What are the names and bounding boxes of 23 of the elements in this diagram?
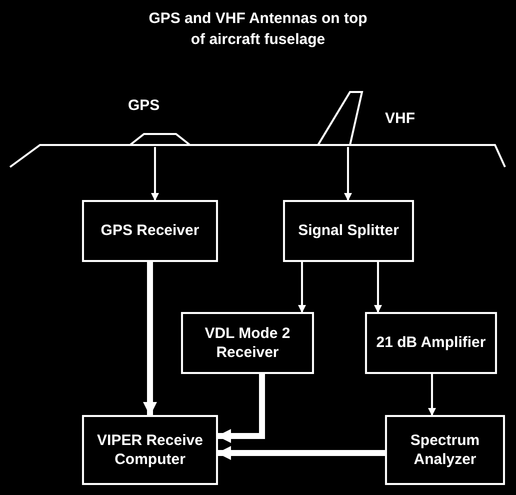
process-box: [385, 415, 505, 485]
box-label: VDL Mode 2 Receiver: [204, 324, 292, 362]
antenna-label: VHF: [385, 110, 415, 127]
antenna-label: GPS: [128, 97, 160, 114]
process-box: [82, 415, 218, 485]
box-label: 21 dB Amplifier: [376, 333, 486, 353]
box-label: GPS Receiver: [100, 221, 200, 241]
arrow: [298, 262, 306, 313]
process-box: [181, 312, 314, 374]
arrow: [217, 374, 265, 443]
arrow: [151, 147, 159, 201]
title: GPS and VHF Antennas on top of aircraft fuselage: [148, 9, 368, 50]
process-box: [82, 200, 218, 262]
arrow: [374, 262, 382, 313]
arrow: [428, 374, 436, 416]
arrow: [143, 262, 157, 416]
box-label: Spectrum Analyzer: [409, 430, 481, 470]
process-box: [365, 312, 497, 374]
box-label: VIPER Receive Computer: [96, 430, 204, 470]
arrow: [344, 147, 352, 201]
process-box: [283, 200, 414, 262]
arrow: [217, 446, 385, 460]
box-label: Signal Splitter: [298, 221, 399, 241]
